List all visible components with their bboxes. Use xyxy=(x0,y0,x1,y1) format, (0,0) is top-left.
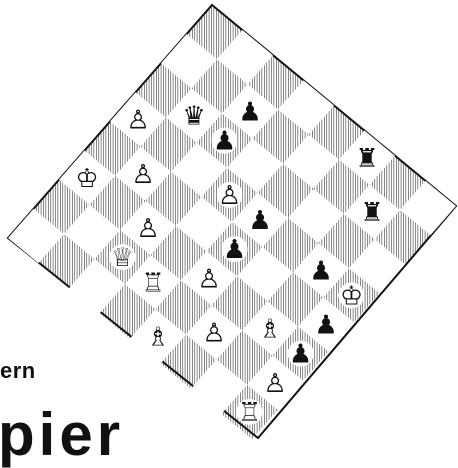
svg-text:♙: ♙ xyxy=(126,106,149,136)
white-king-a3: ♔ xyxy=(74,164,100,194)
black-pawn-h3: ♟ xyxy=(288,340,314,370)
chess-board: ♜♟♜♛♟♟♔♟♙♙♟♟♙♔♙♗♟♙♙♕♖♙♗♖ xyxy=(8,5,456,439)
svg-text:♔: ♔ xyxy=(340,281,363,311)
svg-text:♟: ♟ xyxy=(223,235,246,265)
svg-text:♖: ♖ xyxy=(238,398,261,428)
white-pawn-h2: ♙ xyxy=(262,369,288,399)
white-queen-c2: ♕ xyxy=(110,243,136,273)
white-pawn-d5: ♙ xyxy=(217,181,243,211)
caption-fragment-bottom: pier xyxy=(0,405,124,465)
black-pawn-h4: ♟ xyxy=(313,311,339,341)
white-pawn-b4: ♙ xyxy=(130,160,156,190)
white-pawn-f2: ♙ xyxy=(201,319,227,349)
svg-text:♟: ♟ xyxy=(314,311,337,341)
white-king-h5: ♔ xyxy=(339,281,365,311)
black-pawn-e5: ♟ xyxy=(247,206,273,236)
svg-text:♔: ♔ xyxy=(75,164,98,194)
white-rook-h1: ♖ xyxy=(237,398,263,428)
black-pawn-c7: ♟ xyxy=(237,98,263,128)
white-pawn-c3: ♙ xyxy=(135,214,161,244)
white-pawn-e3: ♙ xyxy=(196,264,222,294)
chess-diagram: ♜♟♜♛♟♟♔♟♙♙♟♟♙♔♙♗♟♙♙♕♖♙♗♖ xyxy=(0,0,458,446)
svg-text:♙: ♙ xyxy=(131,160,154,190)
svg-text:♙: ♙ xyxy=(202,319,225,349)
svg-text:♙: ♙ xyxy=(263,369,286,399)
svg-text:♛: ♛ xyxy=(182,102,205,132)
svg-text:♟: ♟ xyxy=(289,340,312,370)
svg-text:♙: ♙ xyxy=(218,181,241,211)
svg-text:♟: ♟ xyxy=(248,206,271,236)
svg-text:♜: ♜ xyxy=(360,198,383,228)
svg-text:♙: ♙ xyxy=(136,214,159,244)
svg-text:♟: ♟ xyxy=(238,98,261,128)
svg-text:♟: ♟ xyxy=(213,127,236,157)
svg-text:♙: ♙ xyxy=(197,264,220,294)
svg-text:♗: ♗ xyxy=(146,323,169,353)
svg-text:♜: ♜ xyxy=(355,144,378,174)
white-rook-d2: ♖ xyxy=(140,268,166,298)
white-pawn-a5: ♙ xyxy=(125,106,151,136)
svg-text:♗: ♗ xyxy=(258,315,281,345)
black-rook-f8: ♜ xyxy=(354,144,380,174)
black-rook-g7: ♜ xyxy=(359,198,385,228)
white-bishop-e1: ♗ xyxy=(145,323,171,353)
black-pawn-e4: ♟ xyxy=(222,235,248,265)
svg-text:♕: ♕ xyxy=(111,243,134,273)
svg-text:♟: ♟ xyxy=(309,256,332,286)
black-pawn-g5: ♟ xyxy=(308,256,334,286)
caption-fragment-top: ern xyxy=(0,358,36,384)
svg-text:♖: ♖ xyxy=(141,268,164,298)
white-bishop-g3: ♗ xyxy=(257,315,283,345)
black-queen-b6: ♛ xyxy=(181,102,207,132)
black-pawn-c6: ♟ xyxy=(212,127,238,157)
